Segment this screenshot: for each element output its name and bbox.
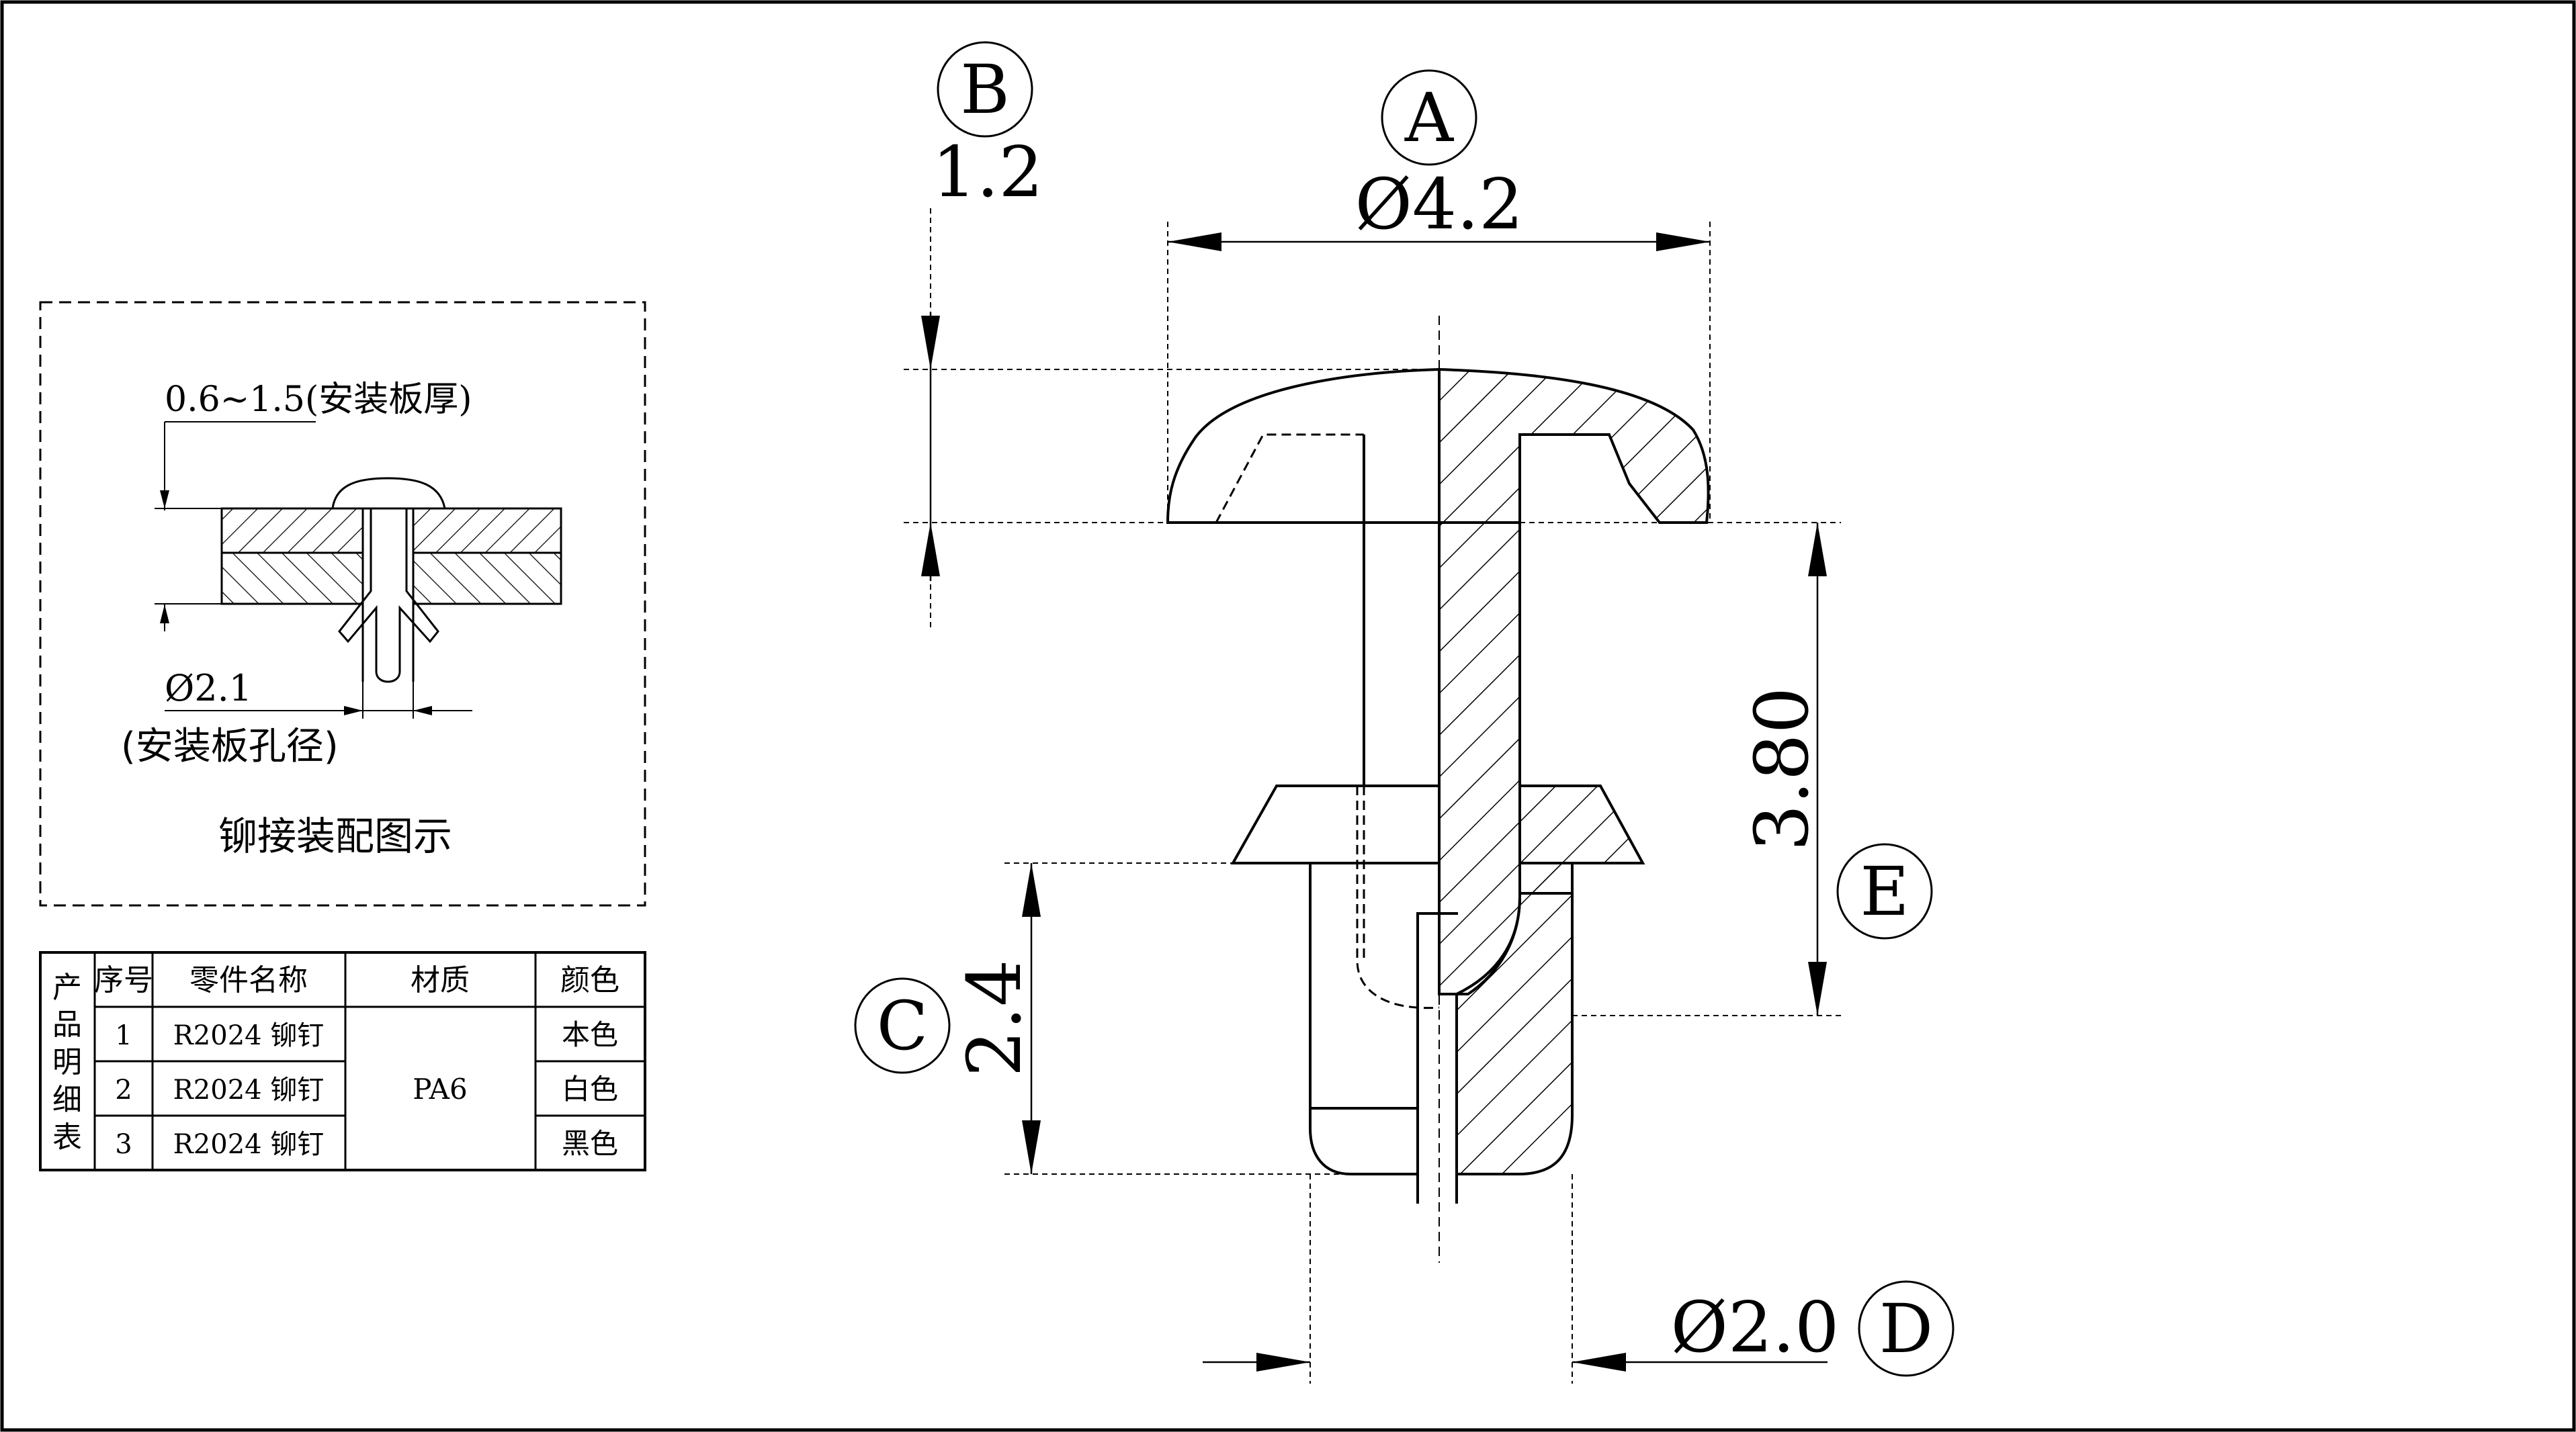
hole-arrow-left [344, 706, 363, 715]
bom-row-1-no: 1 [115, 1020, 132, 1051]
rivet-shank-outline [1230, 435, 1439, 864]
bom-side-title-5: 表 [52, 1120, 82, 1155]
assembly-detail-border [39, 301, 646, 907]
rivet-legs-small [338, 508, 439, 683]
callout-c: C [877, 987, 929, 1065]
rivet-shank-section [1438, 521, 1521, 995]
bom-side-title-4: 细 [52, 1083, 82, 1117]
rivet-shank-small [361, 508, 415, 682]
bom-row-1-name: R2024 铆钉 [173, 1020, 325, 1051]
dim-d-value: Ø2.0 [1671, 1286, 1840, 1368]
bom-table: 产 品 明 细 表 序号 零件名称 材质 颜色 1 R2024 铆钉 本色 2 … [39, 951, 646, 1171]
dim-c-arrow-bottom [1022, 1120, 1041, 1174]
extension-lines [904, 208, 1841, 1384]
panel-upper-right [412, 507, 562, 554]
bom-side-title-2: 品 [52, 1008, 82, 1042]
dim-b-arrow-bottom [921, 523, 940, 576]
callout-e: E [1860, 852, 1909, 931]
panel-thickness-arrow-top [160, 490, 169, 508]
dim-e-arrow-bottom [1808, 962, 1827, 1016]
assembly-caption: 铆接装配图示 [218, 813, 452, 859]
panel-thickness-arrow-bottom [160, 605, 169, 623]
dim-c-value: 2.4 [951, 960, 1037, 1077]
dim-e-arrow-top [1808, 523, 1827, 576]
rivet-slit [1416, 912, 1458, 1204]
dim-b-arrow-top [921, 316, 940, 369]
bom-header-material: 材质 [411, 963, 470, 997]
dim-d-arrow-right [1572, 1353, 1626, 1372]
callout-b: B [960, 50, 1010, 129]
rivet-section-view: Ø4.2 1.2 3.80 2.4 Ø2.0 A B C D E [854, 41, 1955, 1384]
rivet-head-outline [1166, 368, 1440, 524]
bom-row-1-color: 本色 [562, 1018, 618, 1051]
callout-e-circle [1836, 843, 1933, 940]
assembly-detail: 0.6~1.5(安装板厚) Ø2.1 (安装板孔径) 铆接装配图示 [39, 301, 646, 907]
callout-a-circle [1381, 69, 1477, 166]
panel-lower-right [412, 551, 562, 605]
hole-arrow-right [413, 706, 432, 715]
hole-diameter-label: Ø2.1 [165, 667, 252, 709]
panel-lower [220, 551, 364, 605]
rivet-head-section [1438, 367, 1710, 524]
callout-d-circle [1858, 1280, 1955, 1377]
callout-d: D [1879, 1290, 1933, 1368]
rivet-leg-hidden [1356, 786, 1440, 1010]
bom-row-3-no: 3 [115, 1129, 132, 1160]
dim-c-arrow-top [1022, 863, 1041, 917]
bom-row-2-color: 白色 [562, 1073, 618, 1106]
dim-d-arrow-left [1256, 1353, 1310, 1372]
dim-a-value: Ø4.2 [1355, 163, 1524, 245]
bom-material: PA6 [413, 1073, 467, 1106]
panel-thickness-label: 0.6~1.5(安装板厚) [165, 379, 472, 420]
bom-grid [93, 952, 645, 1170]
bom-row-3-name: R2024 铆钉 [173, 1129, 325, 1160]
bom-row-2-no: 2 [115, 1075, 132, 1106]
dim-b-value: 1.2 [932, 131, 1043, 213]
callout-c-circle [854, 977, 951, 1074]
callout-b-circle [937, 41, 1033, 138]
panel-upper [220, 507, 364, 554]
rivet-head-small [331, 477, 446, 510]
bom-header-name: 零件名称 [189, 963, 308, 997]
rivet-head-hidden [1215, 433, 1364, 523]
bom-header-color: 颜色 [560, 963, 619, 997]
bom-row-2-name: R2024 铆钉 [173, 1075, 325, 1106]
callout-a: A [1404, 79, 1455, 157]
bom-row-3-color: 黑色 [562, 1127, 618, 1160]
bom-side-title-3: 明 [52, 1045, 82, 1079]
dim-a-arrow-right [1656, 232, 1710, 251]
rivet-leg-outline [1309, 863, 1439, 1175]
hole-diameter-note: (安装板孔径) [121, 725, 339, 768]
bom-side-title-1: 产 [52, 971, 82, 1005]
bom-header-no: 序号 [94, 963, 153, 997]
dim-e-value: 3.80 [1739, 687, 1825, 852]
dim-a-arrow-left [1168, 232, 1221, 251]
